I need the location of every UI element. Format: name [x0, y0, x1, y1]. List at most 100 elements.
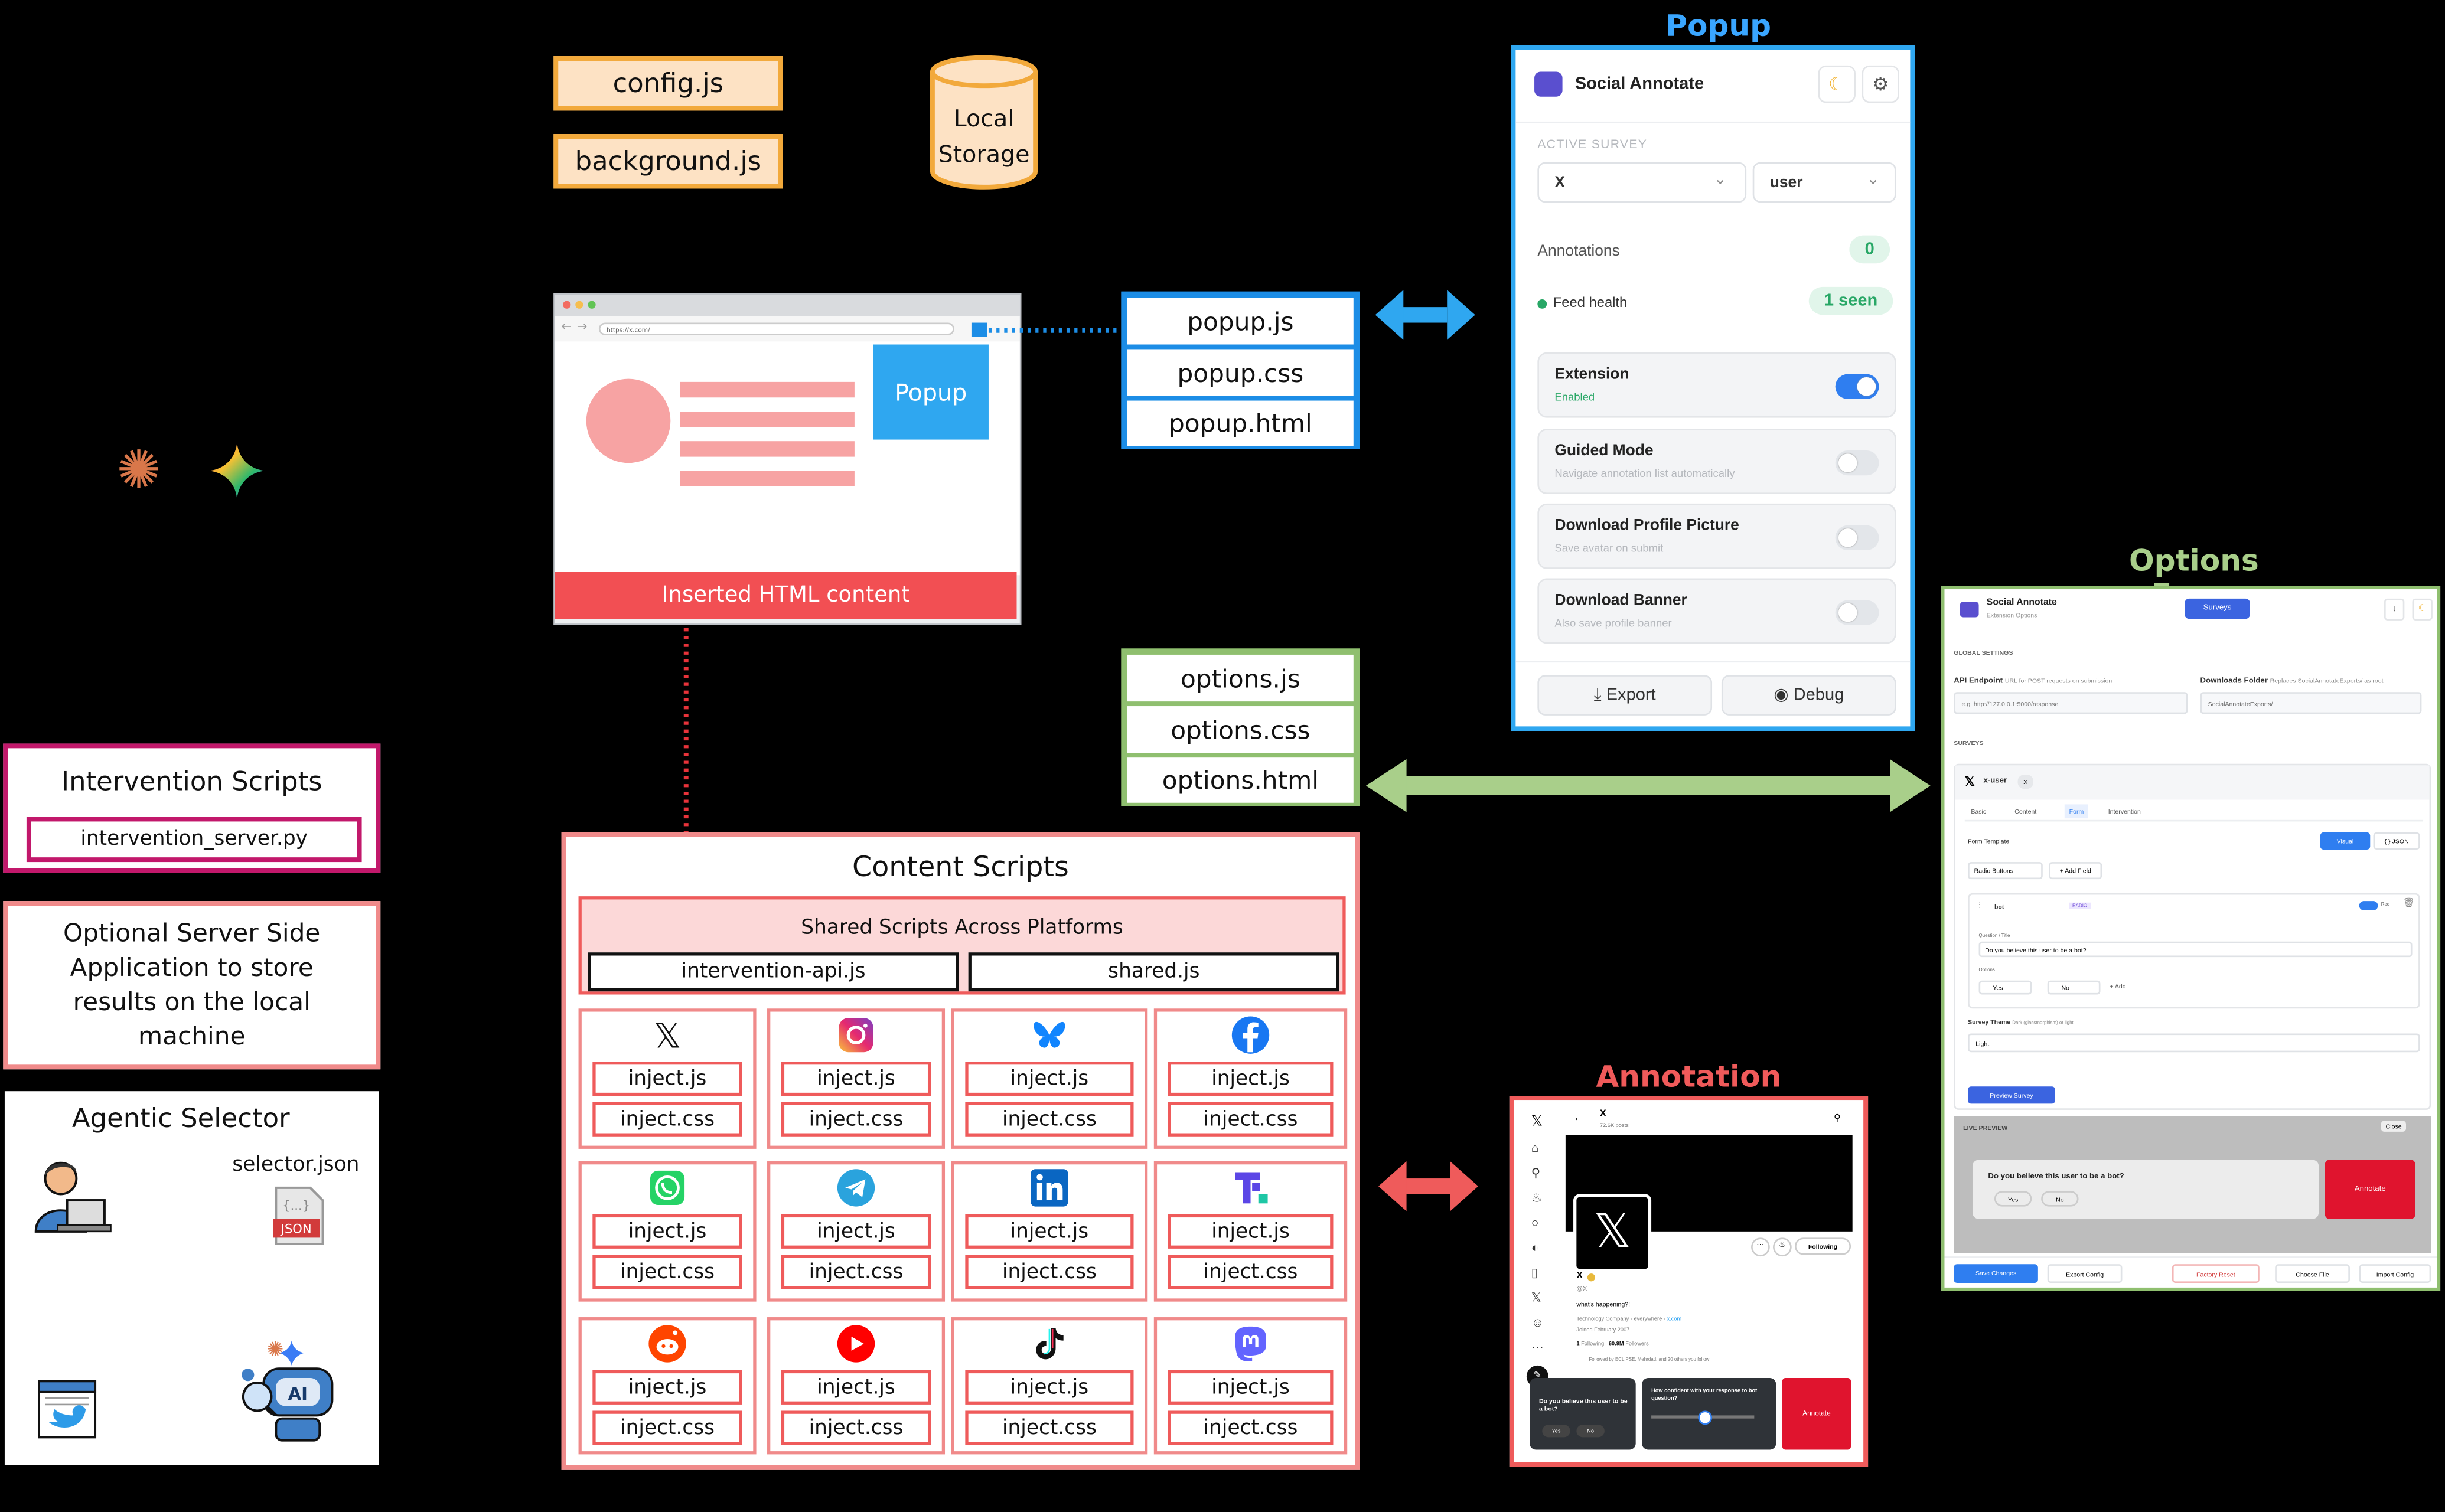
more-options-icon[interactable]: ⋯ — [1751, 1237, 1770, 1257]
forward-arrow-icon[interactable]: → — [576, 319, 588, 334]
back-arrow-icon[interactable]: ← — [561, 319, 572, 334]
download-icon[interactable]: ↓ — [2384, 598, 2405, 621]
toggle-title: Download Profile Picture — [1554, 517, 1739, 535]
popup-panel: Popup — [873, 344, 989, 440]
page-body: Popup — [555, 341, 1020, 576]
toggle-title: Guided Mode — [1554, 442, 1654, 460]
profile-icon[interactable]: ☺ — [1531, 1315, 1544, 1330]
toggle-switch[interactable] — [1835, 450, 1879, 476]
search-icon[interactable]: ⚲ — [1833, 1114, 1841, 1124]
url-bar[interactable]: https://x.com/ — [598, 322, 954, 335]
preview-yes[interactable]: Yes — [1994, 1191, 2032, 1207]
shared-js-file: shared.js — [968, 952, 1340, 992]
browser-titlebar — [555, 295, 1020, 316]
browser-window: ← → https://x.com/ Popup Inserted HTML c… — [553, 293, 1022, 625]
intervention-title: Intervention Scripts — [61, 767, 322, 798]
choose-file-button[interactable]: Choose File — [2275, 1264, 2350, 1283]
tab-content[interactable]: Content — [2014, 807, 2037, 815]
field-name: bot — [1994, 902, 2004, 910]
back-arrow-icon[interactable]: ← — [1573, 1113, 1585, 1124]
json-icon-text: JSON — [280, 1221, 312, 1236]
options-html-file: options.html — [1127, 757, 1354, 803]
factory-reset-button[interactable]: Factory Reset — [2172, 1264, 2260, 1283]
x-logo-icon: 𝕏 — [654, 1015, 682, 1055]
json-button[interactable]: { } JSON — [2373, 832, 2420, 850]
trash-icon[interactable]: 🗑 — [2402, 899, 2415, 909]
x-logo-icon: 𝕏 — [1964, 775, 1975, 789]
following-button[interactable]: Following — [1794, 1237, 1851, 1255]
visual-button[interactable]: Visual — [2320, 832, 2371, 850]
instagram-icon — [839, 1018, 873, 1053]
more-icon[interactable]: ⋯ — [1531, 1340, 1544, 1355]
notify-icon[interactable]: ♨ — [1773, 1237, 1792, 1257]
grok-icon[interactable]: ◐ — [1531, 1240, 1539, 1255]
bluesky-icon — [1034, 1021, 1065, 1048]
tab-intervention[interactable]: Intervention — [2108, 807, 2141, 815]
popup-double-arrow — [1375, 290, 1475, 340]
options-app-title: Social Annotate — [1986, 598, 2057, 608]
x-logo-icon[interactable]: 𝕏 — [1531, 1113, 1543, 1129]
inserted-html-bar: Inserted HTML content — [555, 572, 1017, 619]
search-icon[interactable]: ⚲ — [1531, 1165, 1541, 1180]
moon-icon[interactable]: ☾ — [1818, 65, 1856, 103]
toggle-switch[interactable] — [1835, 374, 1879, 399]
home-icon[interactable]: ⌂ — [1531, 1141, 1539, 1155]
x-premium-icon[interactable]: 𝕏 — [1531, 1291, 1541, 1305]
moon-icon[interactable]: ☾ — [2412, 598, 2433, 621]
overlay-no[interactable]: No — [1576, 1425, 1605, 1438]
toggle-switch[interactable] — [1835, 600, 1879, 625]
live-preview-label: LIVE PREVIEW — [1963, 1124, 2008, 1132]
add-field-button[interactable]: + Add Field — [2049, 862, 2102, 880]
popup-html-file: popup.html — [1127, 400, 1354, 446]
question-input[interactable]: Do you believe this user to be a bot? — [1978, 941, 2413, 958]
drag-handle-icon[interactable]: ⋮ — [1975, 901, 1984, 910]
slider-thumb[interactable] — [1698, 1410, 1713, 1425]
close-button[interactable]: Close — [2381, 1121, 2407, 1132]
annotate-button[interactable]: Annotate — [2325, 1160, 2415, 1219]
option-yes[interactable]: Yes — [1978, 980, 2032, 995]
save-changes-button[interactable]: Save Changes — [1954, 1264, 2038, 1283]
inject-js-file: inject.js — [965, 1062, 1134, 1096]
preview-question: Do you believe this user to be a bot? — [1988, 1172, 2124, 1182]
radio-buttons-select[interactable]: Radio Buttons — [1968, 862, 2043, 880]
form-template-label: Form Template — [1968, 837, 2010, 845]
api-endpoint-input[interactable] — [1954, 692, 2188, 714]
debug-button[interactable]: ◉ Debug — [1721, 675, 1896, 716]
survey-card: 𝕏 x-user X Basic Content Form Interventi… — [1954, 763, 2431, 1110]
user-select[interactable]: user ⌄ — [1752, 162, 1896, 203]
survey-select[interactable]: X ⌄ — [1537, 162, 1747, 203]
bell-icon[interactable]: ♨ — [1531, 1191, 1543, 1205]
toggle-switch[interactable] — [1835, 525, 1879, 551]
theme-select[interactable]: Light — [1968, 1033, 2420, 1053]
joined-date: Joined February 2007 — [1576, 1326, 1630, 1333]
option-no[interactable]: No — [2047, 980, 2101, 995]
import-config-button[interactable]: Import Config — [2359, 1264, 2431, 1283]
preview-no[interactable]: No — [2041, 1191, 2079, 1207]
surveys-tab[interactable]: Surveys — [2185, 598, 2250, 619]
tab-form[interactable]: Form — [2064, 804, 2089, 819]
overlay-yes[interactable]: Yes — [1542, 1425, 1570, 1438]
downloads-input[interactable]: SocialAnnotateExports/ — [2200, 692, 2422, 714]
annotation-annotate-button[interactable]: Annotate — [1782, 1378, 1851, 1450]
feed-health-value: 1 seen — [1808, 286, 1893, 315]
export-config-button[interactable]: Export Config — [2047, 1264, 2123, 1283]
add-option-button[interactable]: + Add — [2110, 982, 2126, 990]
tab-basic[interactable]: Basic — [1971, 807, 1987, 815]
export-button[interactable]: ⤓ Export — [1537, 675, 1713, 716]
inject-css-file: inject.css — [592, 1410, 742, 1445]
app-logo-icon — [1960, 602, 1979, 618]
svg-text:{...}: {...} — [282, 1198, 310, 1213]
req-toggle[interactable] — [2359, 901, 2378, 910]
message-icon[interactable]: ○ — [1531, 1216, 1539, 1230]
question-label: Question / Title — [1978, 932, 2010, 939]
whatsapp-icon — [650, 1170, 685, 1205]
reddit-icon — [648, 1325, 686, 1363]
gear-icon[interactable]: ⚙ — [1862, 65, 1899, 103]
extension-icon[interactable] — [971, 322, 987, 337]
preview-survey-button[interactable]: Preview Survey — [1968, 1086, 2055, 1104]
bookmark-icon[interactable]: ▯ — [1531, 1265, 1538, 1280]
survey-card-header[interactable]: 𝕏 x-user X — [1955, 765, 2430, 800]
